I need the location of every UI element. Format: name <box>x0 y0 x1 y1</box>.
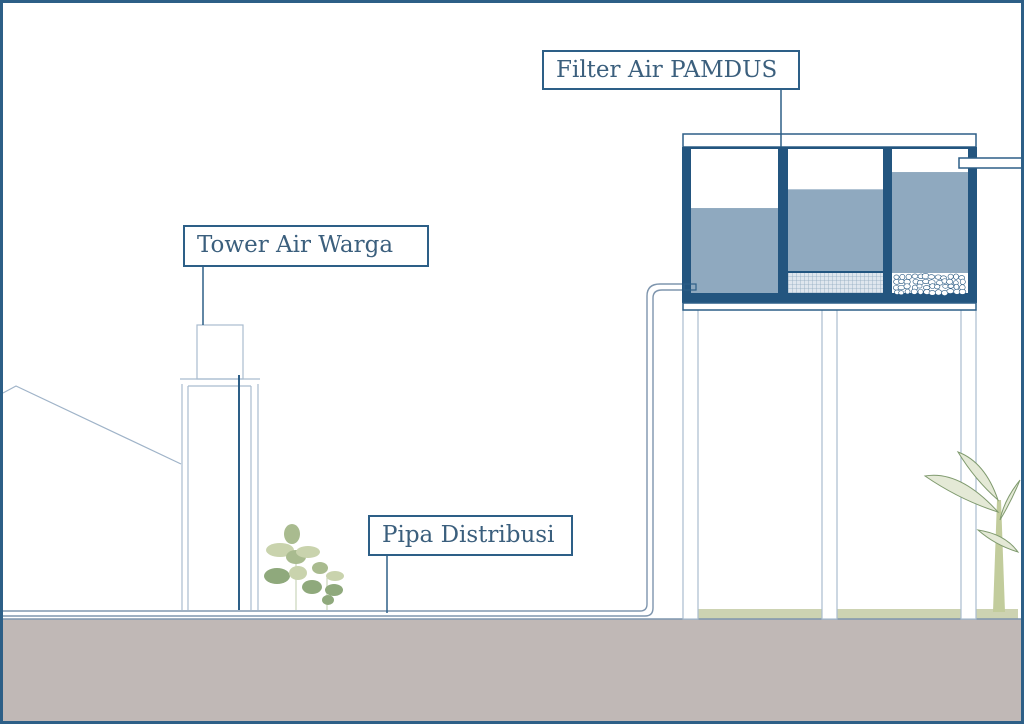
gravel-stone <box>934 284 941 290</box>
gravel-stone <box>953 273 959 280</box>
gravel-stone <box>934 289 943 296</box>
pipa-distribusi-label: Pipa Distribusi <box>368 515 573 556</box>
gravel-stone <box>927 274 936 280</box>
filter-stand-columns <box>682 309 977 620</box>
water-level-2 <box>788 189 883 272</box>
gravel-stone <box>903 283 911 290</box>
inlet-nozzle <box>683 283 697 291</box>
gravel-stone <box>898 279 905 284</box>
grass-strip <box>698 609 1018 619</box>
gravel-stone <box>905 273 912 280</box>
water-level-3 <box>892 172 968 273</box>
gravel-stone <box>899 274 906 281</box>
mesh-filter-media <box>788 273 883 293</box>
outlet-pipe <box>958 157 1023 169</box>
gravel-stone <box>946 288 955 294</box>
water-level-1 <box>691 208 778 293</box>
gravel-stone <box>893 274 900 280</box>
gravel-stone <box>898 290 905 296</box>
gravel-stone <box>959 278 966 285</box>
gravel-stone <box>922 285 931 291</box>
gravel-stone <box>917 288 924 295</box>
distribution-pipe-inner <box>3 289 690 617</box>
gravel-stone <box>946 278 954 285</box>
filter-air-pamdus-label: Filter Air PAMDUS <box>542 50 800 90</box>
shrub-plant <box>264 524 344 610</box>
gravel-stone <box>911 273 919 279</box>
gravel-stone <box>922 279 930 284</box>
gravel-stone <box>947 273 954 280</box>
filter-tank <box>682 133 1023 311</box>
gravel-stone <box>928 290 937 296</box>
gravel-filter-media <box>892 273 967 296</box>
gravel-stone <box>910 288 918 295</box>
banana-plant <box>923 451 1021 612</box>
community-water-tower <box>180 324 260 610</box>
distribution-pipe <box>3 283 690 612</box>
ground <box>3 619 1021 721</box>
house-roof-outline <box>2 385 182 465</box>
tower-air-warga-label: Tower Air Warga <box>183 225 429 267</box>
gravel-stone <box>953 283 960 290</box>
gravel-stone <box>942 283 949 289</box>
gravel-stone <box>916 283 923 289</box>
gravel-stone <box>904 288 911 295</box>
gravel-stone <box>947 283 955 289</box>
gravel-stone <box>958 289 967 295</box>
